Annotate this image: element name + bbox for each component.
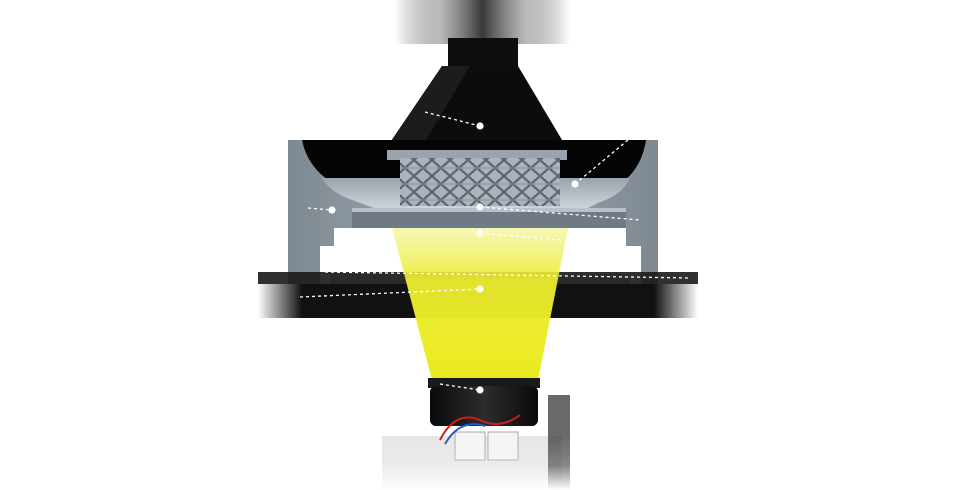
glass-plate — [352, 208, 626, 228]
projector-lens — [428, 378, 540, 426]
z-axis-column — [395, 0, 570, 68]
build-platform — [385, 66, 568, 150]
printed-part — [387, 150, 567, 206]
dot-build-platform — [476, 122, 484, 130]
dot-projector-lens — [476, 386, 484, 394]
dot-vat-frame — [328, 206, 336, 214]
dot-light-beam — [476, 285, 484, 293]
projector-board — [382, 395, 572, 490]
leader-dots — [328, 122, 579, 394]
wire-red — [439, 414, 521, 441]
dot-printed-part — [476, 203, 484, 211]
dot-glass-plate — [476, 229, 484, 237]
uv-light-beam — [392, 228, 568, 380]
dot-resin — [571, 180, 579, 188]
leader-lines — [299, 111, 691, 391]
